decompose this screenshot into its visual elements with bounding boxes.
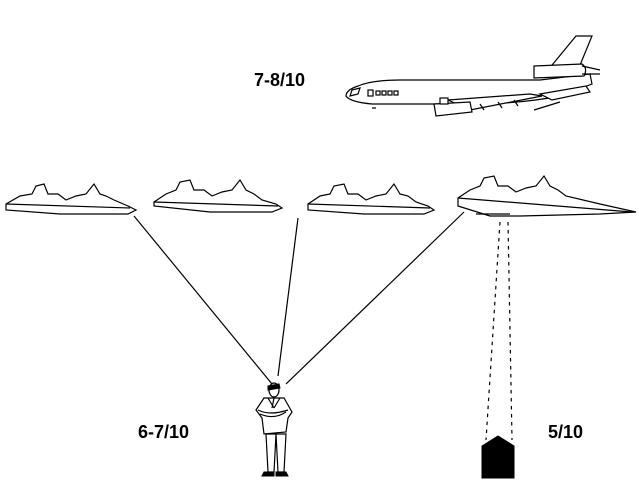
aircraft-level-label: 7-8/10 bbox=[254, 70, 305, 90]
person-icon bbox=[255, 382, 293, 477]
passenger-windows bbox=[375, 90, 399, 96]
cloud-1 bbox=[5, 182, 138, 215]
cloud-2 bbox=[153, 178, 284, 213]
ground-sensor-icon bbox=[481, 435, 515, 479]
instrument-beams bbox=[485, 221, 513, 441]
observer-level-label: 6-7/10 bbox=[138, 422, 189, 442]
ground-instrument-level-label: 5/10 bbox=[548, 422, 583, 442]
cloud-3 bbox=[307, 182, 436, 215]
cloud-4 bbox=[457, 174, 637, 217]
sight-lines bbox=[133, 211, 465, 385]
cloud-layer-icon bbox=[5, 174, 637, 217]
airliner-icon bbox=[345, 35, 601, 117]
